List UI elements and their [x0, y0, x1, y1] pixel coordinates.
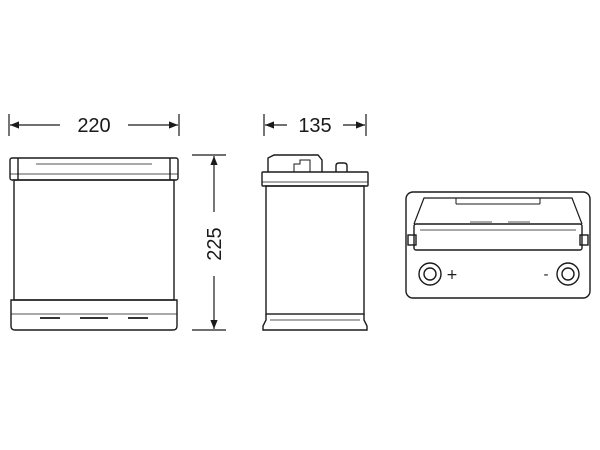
- front-base: [10, 299, 178, 331]
- negative-terminal: [556, 262, 580, 286]
- width-dimension: 135: [263, 114, 367, 137]
- side-body: [265, 185, 365, 315]
- side-base: [262, 314, 368, 331]
- side-view: [261, 154, 369, 331]
- length-dimension: 220: [8, 114, 180, 137]
- length-label: 220: [77, 115, 110, 137]
- positive-terminal: [418, 262, 442, 286]
- front-view: [9, 157, 179, 331]
- front-body: [13, 179, 175, 301]
- front-lid: [9, 157, 179, 181]
- top-handle: [413, 223, 583, 251]
- top-hinge-right: [579, 234, 589, 246]
- top-hinge-left: [407, 234, 417, 246]
- top-view: [405, 191, 591, 299]
- side-terminal: [335, 162, 348, 172]
- top-outline: [405, 191, 591, 299]
- height-dimension: 225: [192, 154, 226, 331]
- side-handle: [267, 154, 323, 172]
- height-label: 225: [204, 227, 226, 260]
- negative-sign: -: [543, 267, 548, 283]
- positive-sign: +: [446, 267, 458, 283]
- width-label: 135: [298, 115, 331, 137]
- side-lid: [261, 171, 369, 187]
